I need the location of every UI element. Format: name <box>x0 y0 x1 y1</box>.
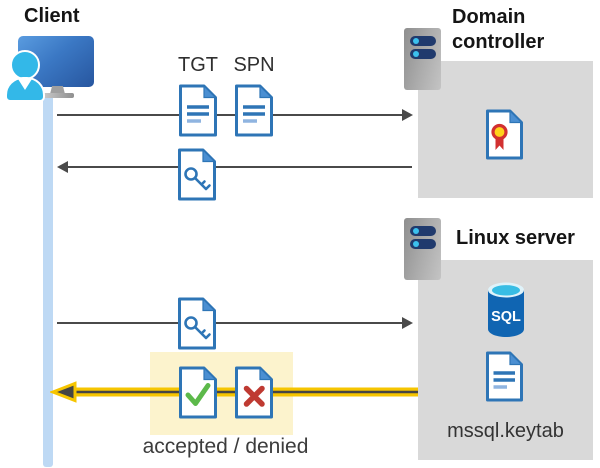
keytab-filename-label: mssql.keytab <box>447 420 564 442</box>
tgt-label: TGT <box>178 54 218 76</box>
sql-label: SQL <box>491 309 521 325</box>
keytab-document-icon <box>486 351 523 402</box>
request-arrowhead-icon <box>402 109 413 121</box>
linux-server-icon <box>404 218 441 280</box>
client-label: Client <box>24 5 80 27</box>
domain-controller-server-icon <box>404 28 441 90</box>
monitor-stand-icon <box>50 86 65 94</box>
certificate-document-icon <box>486 109 523 160</box>
accepted-document-icon <box>179 366 217 419</box>
client-lifeline <box>43 95 53 467</box>
person-body-icon <box>5 77 45 102</box>
key-ticket-document-icon <box>178 297 216 350</box>
person-collar <box>18 79 32 90</box>
sql-database-icon: SQL <box>488 282 524 337</box>
denied-document-icon <box>235 366 273 419</box>
domain-controller-label: Domain controller <box>452 6 545 53</box>
request-arrow-line <box>57 114 402 116</box>
spn-label: SPN <box>233 54 275 76</box>
server-drive-bar <box>409 36 436 46</box>
tgt-document-icon <box>179 84 217 137</box>
person-icon <box>10 50 40 80</box>
spn-document-icon <box>235 84 273 137</box>
server-drive-bar <box>409 239 436 249</box>
accepted-denied-label: accepted / denied <box>142 435 309 458</box>
ticket-present-arrow-line <box>57 322 402 324</box>
key-ticket-document-icon <box>178 148 216 201</box>
linux-server-label: Linux server <box>456 227 575 249</box>
monitor-base-icon <box>40 93 74 98</box>
ticket-return-arrow-line <box>68 166 412 168</box>
server-drive-bar <box>409 226 436 236</box>
ticket-return-arrowhead-icon <box>57 161 68 173</box>
server-drive-bar <box>409 49 436 59</box>
ticket-present-arrowhead-icon <box>402 317 413 329</box>
